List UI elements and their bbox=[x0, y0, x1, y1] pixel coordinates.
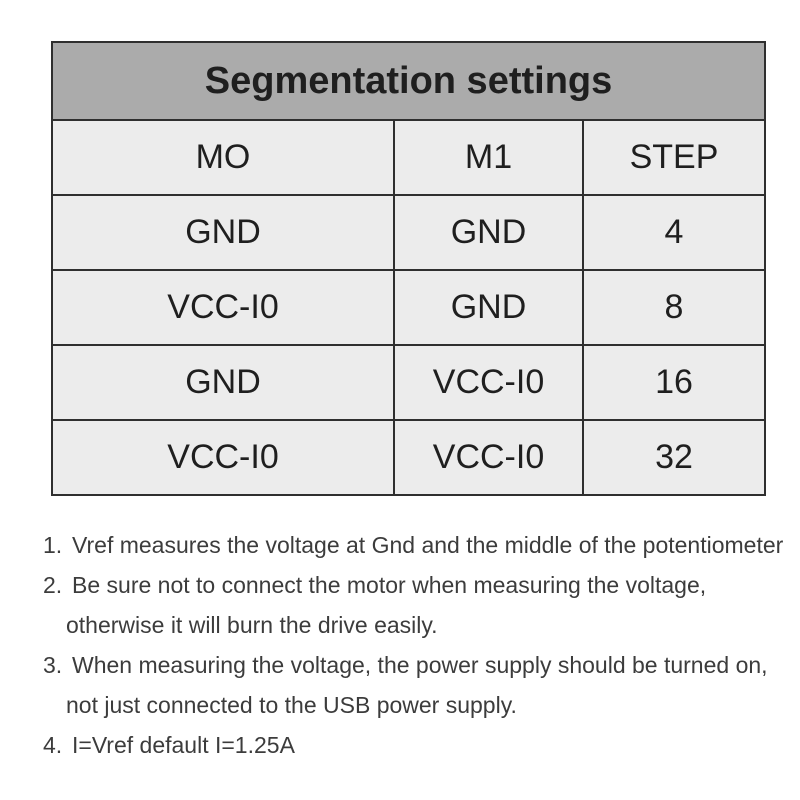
segmentation-settings-table: Segmentation settings MO M1 STEP GND GND… bbox=[51, 41, 766, 496]
table-row: VCC-I0 VCC-I0 32 bbox=[51, 419, 766, 496]
note-number: 1. bbox=[43, 532, 63, 558]
m0-value: VCC-I0 bbox=[51, 419, 395, 496]
step-value: 32 bbox=[582, 419, 766, 496]
step-value: 16 bbox=[582, 344, 766, 421]
m1-value: VCC-I0 bbox=[393, 344, 584, 421]
m1-value: GND bbox=[393, 269, 584, 346]
note-text: otherwise it will burn the drive easily. bbox=[66, 612, 438, 638]
note-item-3: 3. When measuring the voltage, the power… bbox=[43, 645, 773, 685]
note-number: 4. bbox=[43, 732, 63, 758]
note-item-2-continued: otherwise it will burn the drive easily. bbox=[43, 605, 773, 645]
m1-value: VCC-I0 bbox=[393, 419, 584, 496]
table-title: Segmentation settings bbox=[51, 41, 766, 121]
table-title-row: Segmentation settings bbox=[51, 41, 766, 121]
note-item-2: 2. Be sure not to connect the motor when… bbox=[43, 565, 773, 605]
m0-value: GND bbox=[51, 194, 395, 271]
table-row: GND VCC-I0 16 bbox=[51, 344, 766, 421]
column-header-step: STEP bbox=[582, 119, 766, 196]
notes-list: 1. Vref measures the voltage at Gnd and … bbox=[43, 525, 783, 765]
note-text: Vref measures the voltage at Gnd and the… bbox=[72, 532, 784, 558]
note-text: not just connected to the USB power supp… bbox=[66, 692, 517, 718]
note-item-3-continued: not just connected to the USB power supp… bbox=[43, 685, 773, 725]
m1-value: GND bbox=[393, 194, 584, 271]
m0-value: VCC-I0 bbox=[51, 269, 395, 346]
table-row: GND GND 4 bbox=[51, 194, 766, 271]
table-header-row: MO M1 STEP bbox=[51, 119, 766, 196]
table-row: VCC-I0 GND 8 bbox=[51, 269, 766, 346]
note-text: When measuring the voltage, the power su… bbox=[72, 652, 768, 678]
note-number: 2. bbox=[43, 572, 63, 598]
note-item-4: 4. I=Vref default I=1.25A bbox=[43, 725, 773, 765]
m0-value: GND bbox=[51, 344, 395, 421]
note-text: Be sure not to connect the motor when me… bbox=[72, 572, 707, 598]
step-value: 4 bbox=[582, 194, 766, 271]
column-header-m1: M1 bbox=[393, 119, 584, 196]
column-header-m0: MO bbox=[51, 119, 395, 196]
note-text: I=Vref default I=1.25A bbox=[72, 732, 295, 758]
note-item-1: 1. Vref measures the voltage at Gnd and … bbox=[43, 525, 783, 565]
step-value: 8 bbox=[582, 269, 766, 346]
note-number: 3. bbox=[43, 652, 63, 678]
